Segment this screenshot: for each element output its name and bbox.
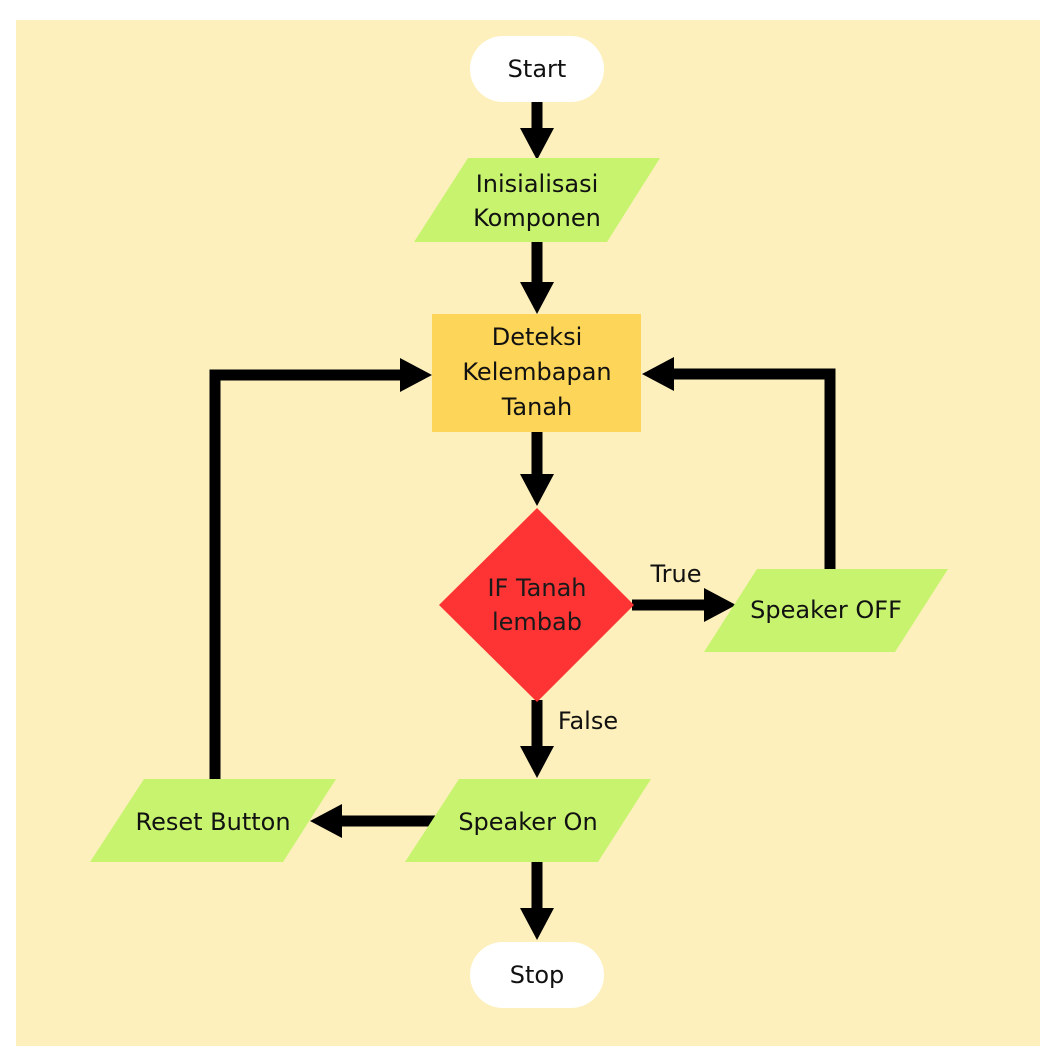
- speaker-on-io-node: Speaker On: [405, 779, 651, 862]
- stop-shape: [470, 942, 604, 1008]
- start-shape: [470, 36, 604, 102]
- arrow-reset-to-detect: [209, 358, 432, 780]
- detect-label-line3: Tanah: [501, 393, 573, 421]
- speaker-off-label: Speaker OFF: [750, 596, 902, 624]
- init-shape: [414, 158, 660, 242]
- speaker-off-io-node: Speaker OFF: [704, 569, 948, 652]
- stop-label: Stop: [510, 961, 565, 989]
- speaker-off-shape: [704, 569, 948, 652]
- init-label-line1: Inisialisasi: [476, 170, 599, 198]
- reset-shape: [90, 779, 336, 862]
- detect-process-node: Deteksi Kelembapan Tanah: [432, 314, 641, 432]
- start-terminal: Start: [470, 36, 604, 102]
- speaker-on-label: Speaker On: [458, 808, 597, 836]
- detect-label-line2: Kelembapan: [462, 358, 611, 386]
- connectors: [209, 102, 836, 940]
- start-label: Start: [508, 55, 567, 83]
- decision-label-line1: IF Tanah: [487, 574, 586, 602]
- decision-label-line2: lembab: [492, 608, 582, 636]
- init-io-node: Inisialisasi Komponen: [414, 158, 660, 242]
- decision-shape: [439, 508, 634, 702]
- false-edge-label: False: [558, 707, 618, 735]
- reset-io-node: Reset Button: [90, 779, 336, 862]
- arrow-speaker-off-to-detect: [642, 357, 836, 569]
- init-label-line2: Komponen: [473, 204, 601, 232]
- detect-label-line1: Deteksi: [492, 323, 583, 351]
- reset-label: Reset Button: [135, 808, 290, 836]
- true-edge-label: True: [650, 560, 702, 588]
- speaker-on-shape: [405, 779, 651, 862]
- detect-shape: [432, 314, 641, 432]
- decision-node: IF Tanah lembab: [439, 508, 634, 702]
- stop-terminal: Stop: [470, 942, 604, 1008]
